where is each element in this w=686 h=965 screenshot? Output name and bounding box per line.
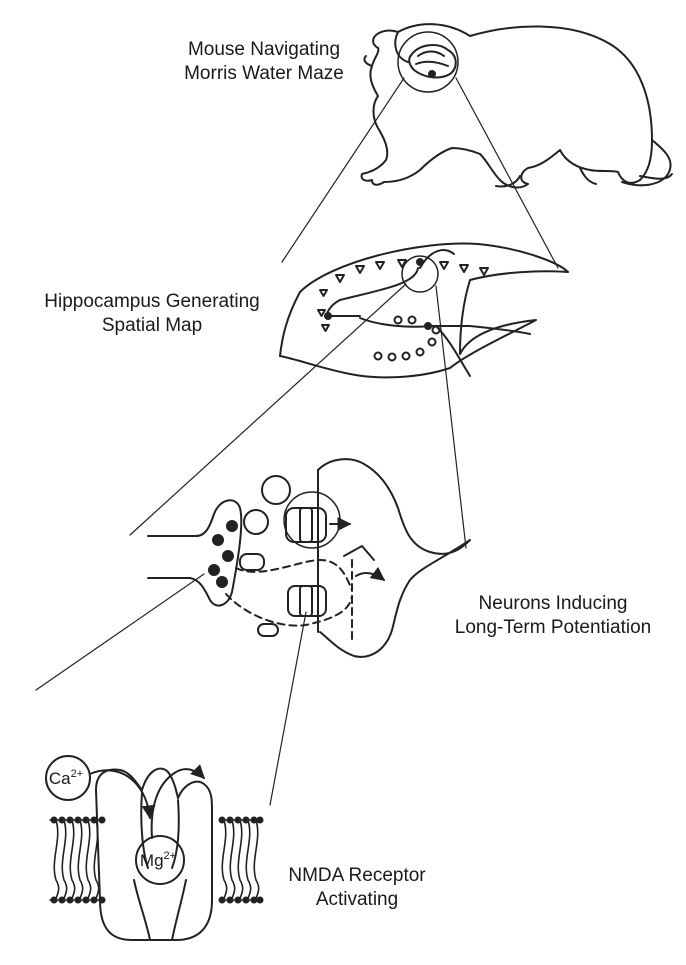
mouse-label-line-2: Morris Water Maze xyxy=(168,62,360,86)
mouse-label: Mouse Navigating Morris Water Maze xyxy=(168,38,360,86)
hippocampus-label-line-2: Spatial Map xyxy=(34,314,270,338)
nmda-label: NMDA Receptor Activating xyxy=(272,864,442,912)
calcium-ion-label: Ca2+ xyxy=(49,768,83,788)
nmda-label-line-1: NMDA Receptor xyxy=(272,864,442,888)
hippocampus-label-line-1: Hippocampus Generating xyxy=(34,290,270,314)
hippocampus-illustration xyxy=(280,244,568,378)
lipid-membrane-right xyxy=(220,820,262,900)
mouse-illustration xyxy=(362,24,672,187)
lipid-membrane-left xyxy=(50,820,104,900)
neurons-label-line-2: Long-Term Potentiation xyxy=(438,616,668,640)
nmda-label-line-2: Activating xyxy=(272,888,442,912)
neurons-label: Neurons Inducing Long-Term Potentiation xyxy=(438,592,668,640)
magnesium-ion-label: Mg2+ xyxy=(140,850,176,870)
mouse-label-line-1: Mouse Navigating xyxy=(168,38,360,62)
synapse-illustration xyxy=(148,459,470,657)
neurons-label-line-1: Neurons Inducing xyxy=(438,592,668,616)
hippocampus-label: Hippocampus Generating Spatial Map xyxy=(34,290,270,338)
